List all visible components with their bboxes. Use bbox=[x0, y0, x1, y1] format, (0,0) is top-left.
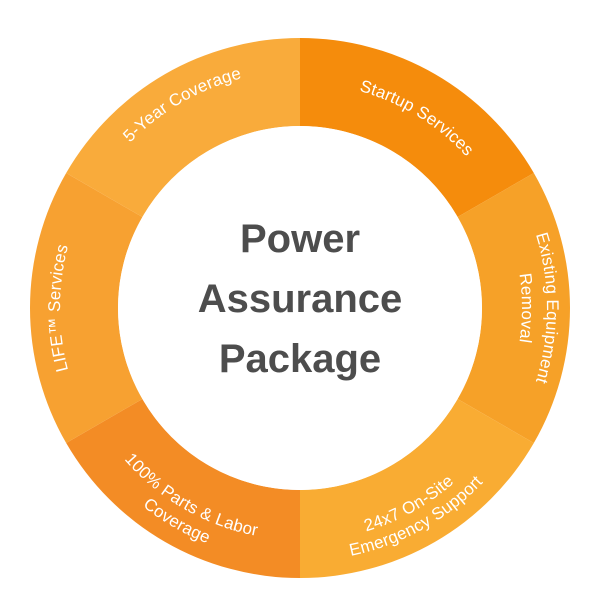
segment-5-year-coverage bbox=[66, 38, 300, 217]
center-title-line-3: Package bbox=[219, 337, 381, 381]
segment-existing-equipment-removal bbox=[457, 173, 570, 443]
center-title-line-1: Power bbox=[240, 217, 360, 261]
segment-emergency-support bbox=[300, 399, 534, 578]
segment-parts-labor-coverage bbox=[66, 399, 300, 578]
segment-life-services bbox=[29, 173, 143, 443]
center-disc bbox=[118, 126, 482, 490]
segment-label: Removal bbox=[515, 272, 537, 344]
segment-startup-services bbox=[300, 38, 534, 217]
center-title: Power Assurance Package bbox=[198, 217, 403, 381]
center-title-line-2: Assurance bbox=[198, 277, 403, 321]
